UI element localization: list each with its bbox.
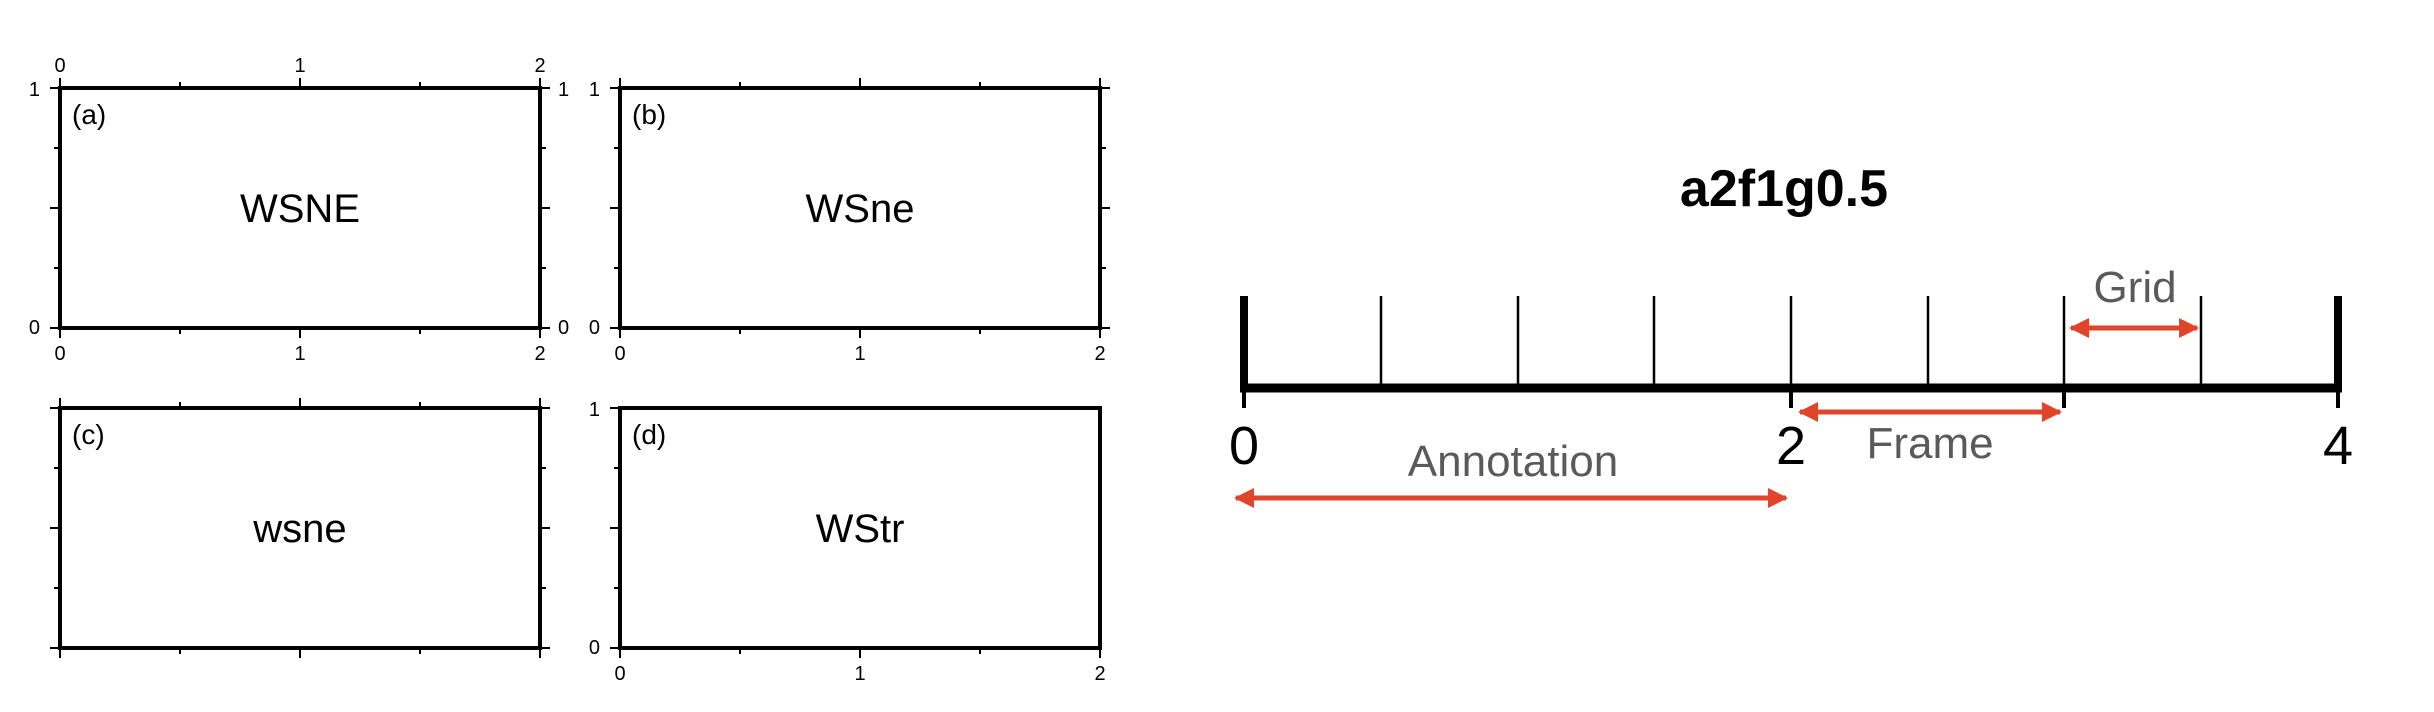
bottom-label-0: 0	[54, 343, 65, 365]
panel-code: WStr	[816, 507, 905, 551]
panel-ticks	[610, 78, 1110, 338]
panel-code: WSNE	[240, 187, 360, 231]
annotation-label-0: 0	[1229, 416, 1259, 476]
top-label-1: 1	[294, 55, 305, 77]
panel-letter: (a)	[72, 99, 106, 130]
bottom-label-2: 2	[1094, 343, 1105, 365]
annotation-label-4: 4	[2323, 416, 2353, 476]
bottom-label-1: 1	[854, 343, 865, 365]
bottom-label-1: 1	[294, 343, 305, 365]
left-label-0: 0	[589, 637, 600, 659]
panel-code: WSne	[806, 187, 915, 231]
panel-c: (c) wsne	[50, 398, 550, 658]
annotation-label-2: 2	[1776, 416, 1806, 476]
left-label-0: 0	[589, 317, 600, 339]
grid-callout: Grid	[2093, 263, 2176, 312]
bottom-label-2: 2	[1094, 663, 1105, 685]
left-label-1: 1	[589, 79, 600, 101]
right-label-1: 1	[558, 79, 569, 101]
bottom-label-1: 1	[854, 663, 865, 685]
panel-d: (d) WStr 0 1 0 1 2	[589, 399, 1106, 685]
panel-a: (a) WSNE 0 1 0 1 0 1 2 0 1 2	[29, 55, 569, 365]
top-label-2: 2	[534, 55, 545, 77]
axis-demo: a2f1g0.5 0 2 4 Annotation Frame Grid	[1229, 160, 2353, 508]
bottom-label-0: 0	[614, 663, 625, 685]
panel-ticks	[50, 398, 550, 658]
axis-demo-title: a2f1g0.5	[1680, 160, 1888, 218]
panel-ticks	[50, 78, 550, 338]
bottom-label-2: 2	[534, 343, 545, 365]
panel-code: wsne	[252, 507, 346, 551]
annotation-callout: Annotation	[1408, 437, 1618, 486]
panel-b: (b) WSne 0 1 0 1 2	[589, 78, 1110, 365]
left-label-1: 1	[589, 399, 600, 421]
panel-letter: (c)	[72, 419, 105, 450]
bottom-label-0: 0	[614, 343, 625, 365]
left-label-1: 1	[29, 79, 40, 101]
panel-letter: (d)	[632, 419, 666, 450]
panel-letter: (b)	[632, 99, 666, 130]
frame-callout: Frame	[1866, 419, 1993, 468]
right-label-0: 0	[558, 317, 569, 339]
panel-ticks	[610, 407, 1101, 658]
top-label-0: 0	[54, 55, 65, 77]
left-label-0: 0	[29, 317, 40, 339]
